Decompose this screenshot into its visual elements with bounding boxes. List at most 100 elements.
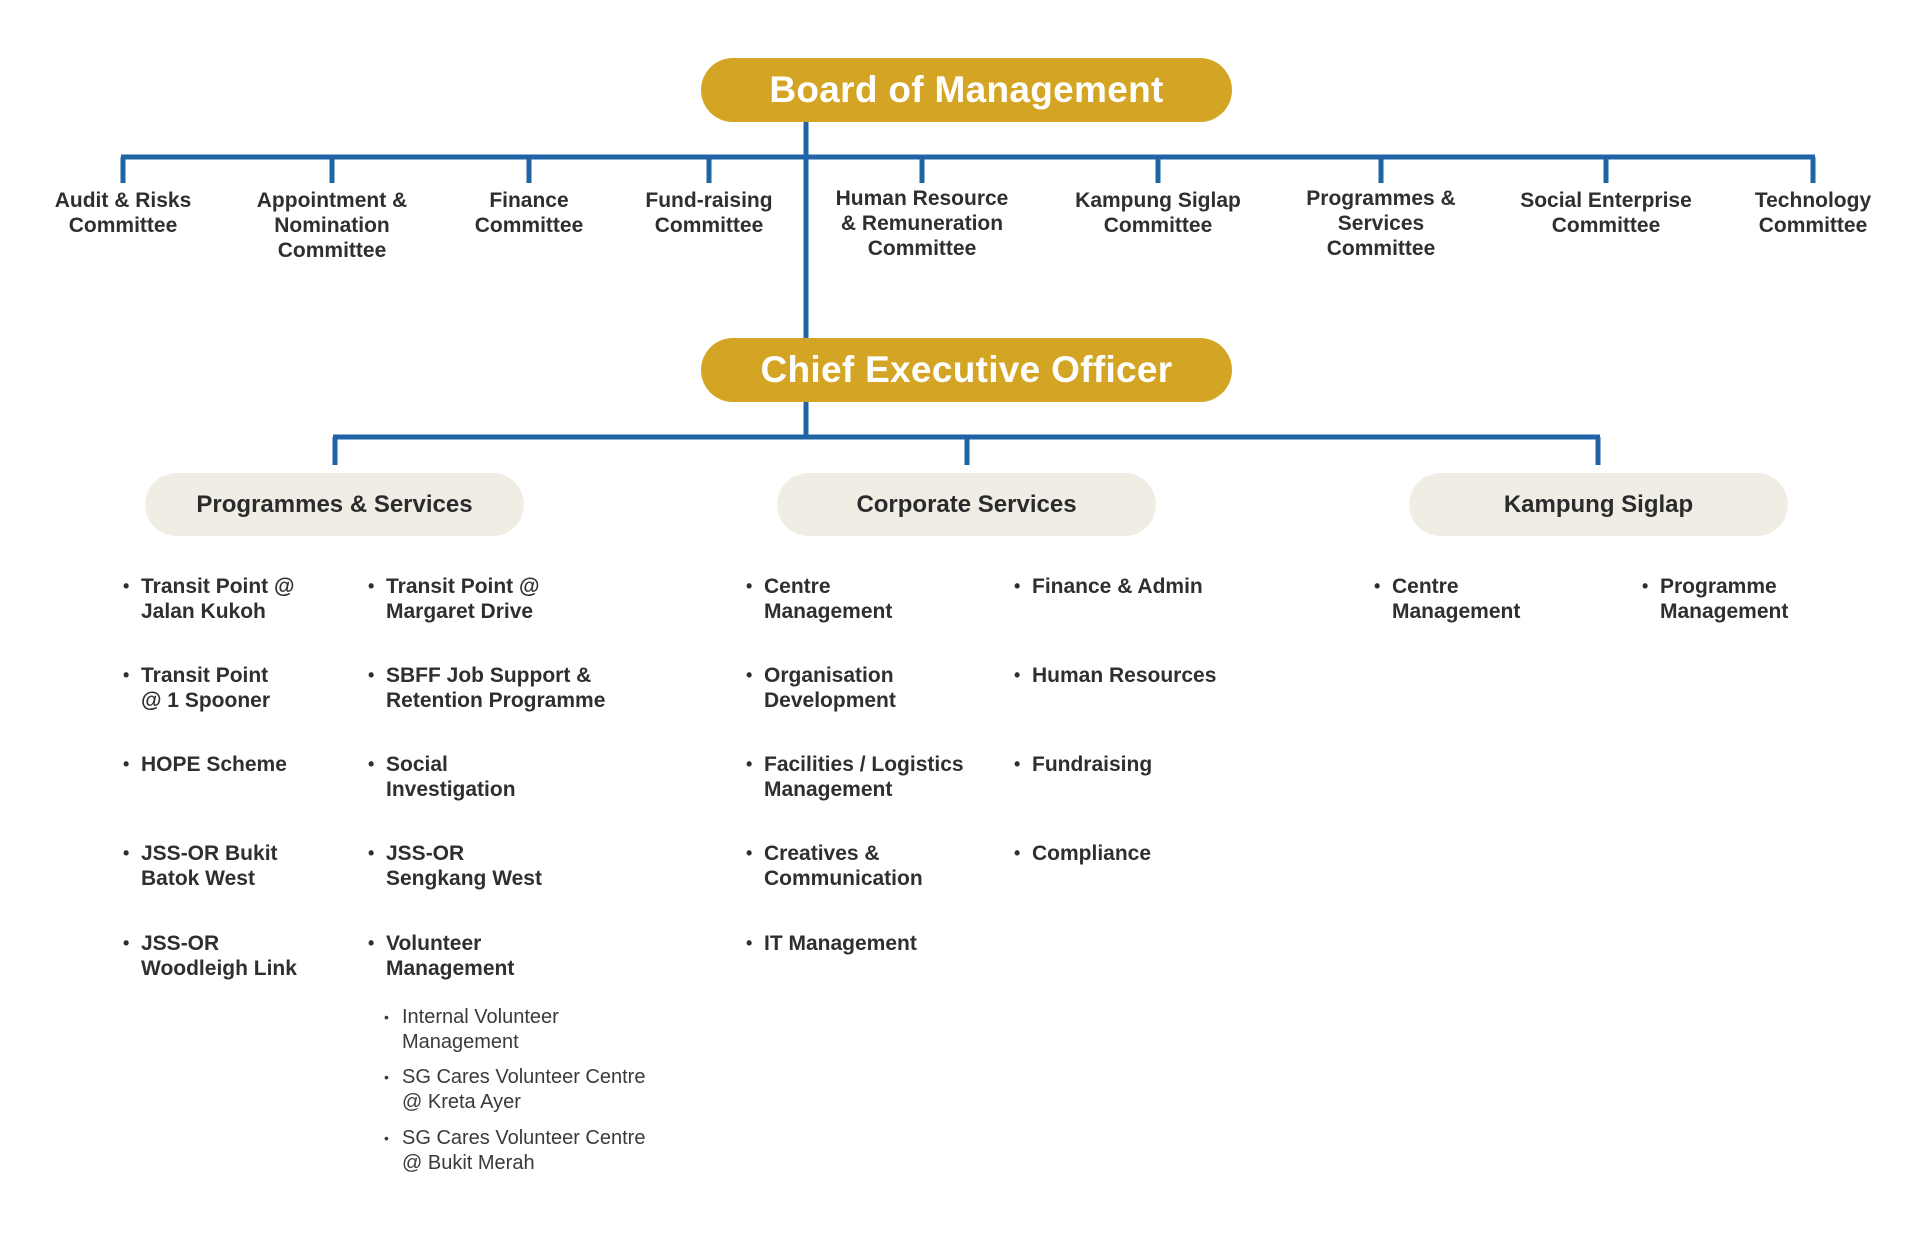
text-line: Programmes & [1306, 187, 1456, 210]
text-line: Margaret Drive [386, 600, 534, 623]
sub-list-item: SG Cares Volunteer Centre @ Kreta Ayer [384, 1065, 645, 1115]
text-line: Services [1337, 212, 1425, 235]
text-line: SG Cares Volunteer Centre [402, 1127, 646, 1149]
text-line: Facilities / Logistics [764, 753, 964, 776]
text-line: Appointment & [256, 189, 408, 212]
text-line: SG Cares Volunteer Centre [402, 1066, 646, 1088]
text-line: Committee [867, 237, 977, 260]
text-line: @ Bukit Merah [402, 1152, 535, 1174]
text-line: Committee [1551, 214, 1661, 237]
text-line: Kampung Siglap [1075, 189, 1241, 212]
text-line: Programme [1660, 575, 1777, 598]
department-corporate-services: Corporate Services [777, 473, 1156, 536]
text-line: Development [764, 689, 896, 712]
list-item: Fundraising [1014, 752, 1152, 777]
text-line: Jalan Kukoh [141, 600, 266, 623]
text-line: SBFF Job Support & [386, 664, 592, 687]
list-item: Creatives &Communication [746, 841, 923, 891]
text-line: @ Kreta Ayer [402, 1091, 521, 1113]
text-line: Management [402, 1031, 519, 1053]
text-line: Management [1392, 600, 1521, 623]
list-item: Transit Point@ 1 Spooner [123, 663, 270, 713]
sub-list-item: SG Cares Volunteer Centre @ Bukit Merah [384, 1126, 645, 1176]
text-line: Creatives & [764, 842, 880, 865]
text-line: Finance & Admin [1032, 575, 1203, 598]
text-line: Committee [654, 214, 764, 237]
text-line: Human Resources [1032, 664, 1217, 687]
list-item: IT Management [746, 931, 917, 956]
text-line: Internal Volunteer [402, 1006, 559, 1028]
text-line: Audit & Risks [54, 189, 192, 212]
text-line: Batok West [141, 867, 255, 890]
text-line: JSS-OR [141, 932, 220, 955]
text-line: Organisation [764, 664, 894, 687]
text-line: @ 1 Spooner [141, 689, 270, 712]
list-item: Transit Point @Jalan Kukoh [123, 574, 295, 624]
text-line: Volunteer [386, 932, 482, 955]
list-item: Transit Point @Margaret Drive [368, 574, 540, 624]
text-line: Management [764, 778, 893, 801]
list-item: Compliance [1014, 841, 1151, 866]
text-line: Fund-raising [645, 189, 773, 212]
text-line: Finance [489, 189, 569, 212]
text-line: Committee [277, 239, 387, 262]
department-programmes-services: Programmes & Services [145, 473, 524, 536]
ceo-box: Chief Executive Officer [701, 338, 1232, 402]
text-line: Management [1660, 600, 1789, 623]
text-line: Retention Programme [386, 689, 606, 712]
text-line: Committee [68, 214, 178, 237]
text-line: Transit Point @ [386, 575, 540, 598]
text-line: Investigation [386, 778, 516, 801]
list-item: SBFF Job Support &Retention Programme [368, 663, 605, 713]
text-line: JSS-OR [386, 842, 465, 865]
text-line: HOPE Scheme [141, 753, 287, 776]
list-item: Human Resources [1014, 663, 1216, 688]
text-line: IT Management [764, 932, 917, 955]
department-kampung-siglap: Kampung Siglap [1409, 473, 1788, 536]
text-line: Sengkang West [386, 867, 542, 890]
text-line: Committee [1326, 237, 1436, 260]
text-line: Nomination [274, 214, 390, 237]
text-line: Transit Point [141, 664, 269, 687]
text-line: Fundraising [1032, 753, 1153, 776]
text-line: Committee [474, 214, 584, 237]
text-line: Human Resource [835, 187, 1009, 210]
text-line: & Remuneration [840, 212, 1004, 235]
text-line: Centre [764, 575, 831, 598]
text-line: Committee [1758, 214, 1868, 237]
text-line: Committee [1103, 214, 1213, 237]
text-line: JSS-OR Bukit [141, 842, 278, 865]
text-line: Woodleigh Link [141, 957, 297, 980]
list-item: HOPE Scheme [123, 752, 287, 777]
board-of-management-box: Board of Management [701, 58, 1232, 122]
text-line: Centre [1392, 575, 1459, 598]
text-line: Management [764, 600, 893, 623]
text-line: Technology [1754, 189, 1872, 212]
text-line: Transit Point @ [141, 575, 295, 598]
text-line: Social Enterprise [1520, 189, 1692, 212]
text-line: Compliance [1032, 842, 1152, 865]
text-line: Communication [764, 867, 923, 890]
text-line: Social [386, 753, 448, 776]
